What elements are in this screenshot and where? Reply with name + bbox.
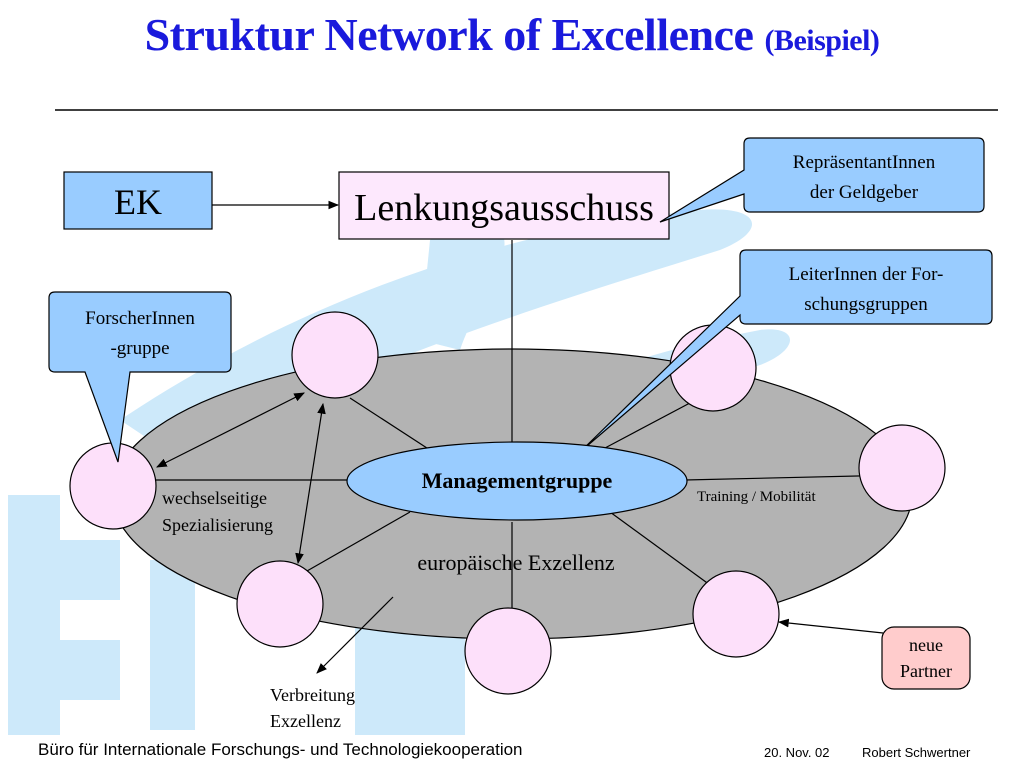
label-exzellenz: europäische Exzellenz — [417, 550, 615, 575]
group-circle-bottomright[interactable] — [692, 570, 780, 658]
research-groups — [69, 311, 946, 695]
partner-line1: neue — [909, 635, 943, 655]
arrow-topleft-bottomleft — [295, 402, 326, 565]
callout-leiter[interactable] — [579, 249, 993, 453]
label-training: Training / Mobilität — [697, 489, 816, 505]
arrow-left-topleft — [156, 392, 305, 468]
lenkungsausschuss-label: Lenkungsausschuss — [354, 187, 654, 229]
title-main: Struktur Network of Excellence — [144, 9, 754, 60]
title-sub: (Beispiel) — [764, 24, 880, 57]
partner-box[interactable] — [881, 626, 971, 690]
ek-box[interactable] — [63, 171, 213, 230]
callout-geldgeber[interactable] — [659, 137, 985, 223]
group-circle-bottom[interactable] — [464, 607, 552, 695]
callout-leiter-line2: schungsgruppen — [804, 294, 928, 315]
footer-author: Robert Schwertner — [862, 745, 971, 760]
lenkungsausschuss-box[interactable] — [338, 171, 670, 240]
group-circle-bottomleft[interactable] — [236, 560, 324, 648]
callout-leiter-line1: LeiterInnen der For- — [789, 264, 944, 285]
label-spezialisierung-line1: wechselseitige — [162, 488, 267, 508]
page-title: Struktur Network of Excellence (Beispiel… — [0, 8, 1024, 61]
callout-geldgeber-line2: der Geldgeber — [810, 182, 919, 203]
arrow-verbreitung — [316, 596, 394, 674]
group-circle-left[interactable] — [69, 442, 157, 530]
callout-forscher-line1: ForscherInnen — [85, 308, 195, 329]
callout-geldgeber-line1: RepräsentantInnen — [793, 152, 936, 173]
management-ellipse[interactable] — [346, 441, 688, 521]
footer-date: 20. Nov. 02 — [764, 745, 830, 760]
arrow-partner — [777, 618, 884, 634]
callout-forscher-line2: -gruppe — [110, 338, 169, 359]
label-verbreitung-line2: Exzellenz — [270, 711, 341, 731]
group-circle-topleft[interactable] — [291, 311, 379, 399]
label-spezialisierung-line2: Spezialisierung — [162, 515, 273, 535]
callout-forscher[interactable] — [48, 291, 232, 463]
group-circle-right[interactable] — [858, 424, 946, 512]
ek-label: EK — [114, 182, 162, 222]
footer-organisation: Büro für Internationale Forschungs- und … — [38, 740, 523, 759]
partner-line2: Partner — [900, 661, 952, 681]
management-label: Managementgruppe — [422, 468, 613, 493]
label-verbreitung-line1: Verbreitung — [270, 685, 355, 705]
